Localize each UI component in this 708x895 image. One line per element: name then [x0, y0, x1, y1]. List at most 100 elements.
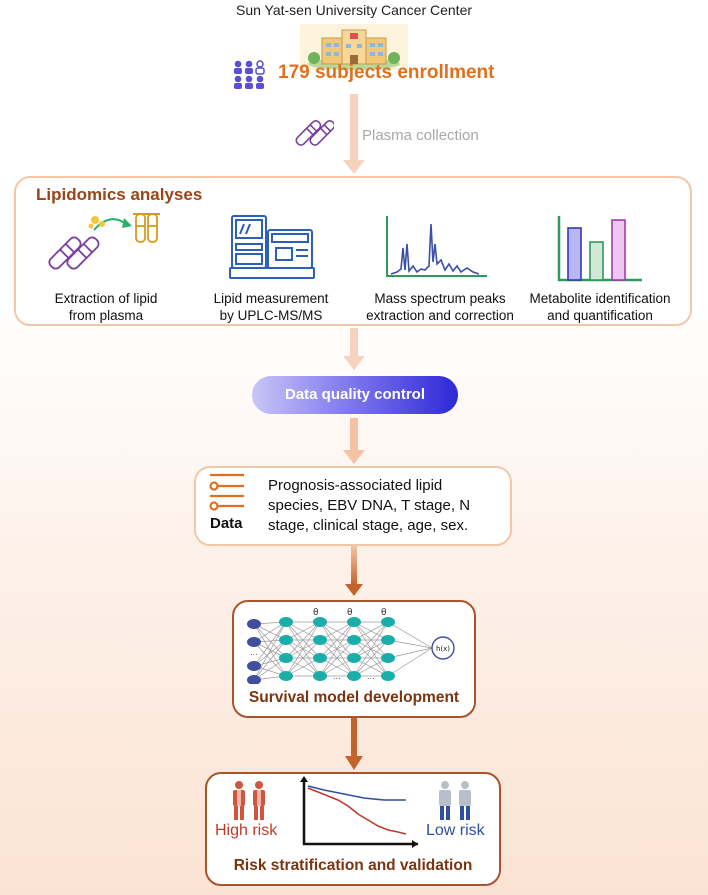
data-panel	[194, 466, 512, 546]
hidden-ellipsis-1: ...	[333, 672, 341, 681]
high-risk-label: High risk	[215, 822, 278, 839]
network-edge	[353, 621, 389, 659]
flow-arrow-2	[343, 328, 365, 370]
network-edge	[319, 639, 355, 677]
network-edge	[319, 621, 355, 659]
network-edge	[353, 657, 389, 677]
network-edge	[285, 621, 321, 641]
hidden-node	[313, 617, 327, 627]
flow-arrow-3	[343, 418, 365, 464]
survival-model-caption: Survival model development	[248, 689, 460, 706]
step-mass-spectrum-line2: extraction and correction	[366, 308, 514, 323]
hidden-node	[313, 635, 327, 645]
network-edge	[253, 639, 287, 681]
output-edge	[387, 639, 433, 649]
output-node-label: h(x)	[436, 645, 450, 653]
step-identification-line1: Metabolite identification	[529, 291, 671, 306]
plasma-collection-label: Plasma collection	[362, 127, 479, 144]
data-label: Data	[210, 515, 243, 532]
hidden-node	[381, 635, 395, 645]
step-extraction-line2: from plasma	[68, 308, 144, 323]
hidden-node	[347, 671, 361, 681]
step-measurement-line2: by UPLC-MS/MS	[219, 308, 323, 323]
enrollment-label: 179 subjects enrollment	[278, 62, 495, 83]
data-description-line2: species, EBV DNA, T stage, N	[268, 497, 471, 514]
survival-curve-plot	[300, 776, 418, 848]
step-mass-spectrum-line1: Mass spectrum peaks	[374, 291, 506, 306]
hospital-icon	[300, 24, 408, 70]
input-node	[247, 637, 261, 647]
plot-axes	[302, 778, 418, 846]
flow-arrow-4	[345, 546, 363, 596]
input-ellipsis: ...	[250, 648, 258, 657]
output-edge	[387, 621, 433, 649]
lipid-extraction-icon	[48, 213, 160, 270]
step-extraction-caption: Extraction of lipid from plasma	[36, 290, 176, 324]
data-description: Prognosis-associated lipid species, EBV …	[268, 476, 470, 536]
hidden-node	[313, 653, 327, 663]
hidden-node	[381, 671, 395, 681]
network-edge	[353, 621, 389, 641]
input-node	[247, 675, 261, 684]
output-edge	[387, 647, 433, 659]
step-extraction-line1: Extraction of lipid	[54, 291, 158, 306]
uplc-msms-instrument-icon	[229, 215, 315, 279]
network-edge	[285, 621, 321, 659]
data-description-line3: stage, clinical stage, age, sex.	[268, 517, 469, 534]
network-edge	[253, 641, 287, 677]
hidden-node	[381, 617, 395, 627]
mass-spectrum-chart-icon	[386, 216, 487, 277]
flow-arrow-5	[345, 718, 363, 770]
step-mass-spectrum-caption: Mass spectrum peaks extraction and corre…	[360, 290, 520, 324]
hidden-node	[347, 653, 361, 663]
hidden-node	[279, 617, 293, 627]
network-edge	[319, 657, 355, 677]
hidden-node	[279, 653, 293, 663]
network-edge	[253, 621, 287, 667]
output-edge	[387, 647, 433, 677]
high-risk-people-icon	[233, 781, 265, 820]
step-measurement-line1: Lipid measurement	[213, 291, 329, 306]
low-risk-people-icon	[439, 781, 471, 820]
low-risk-label: Low risk	[426, 822, 485, 839]
theta-label-3: θ	[381, 608, 387, 618]
output-node	[431, 636, 455, 660]
network-edge	[253, 657, 287, 681]
data-features-icon	[209, 473, 244, 511]
network-edge	[353, 639, 389, 677]
network-edge	[253, 639, 287, 667]
test-tubes-icon	[295, 120, 334, 146]
lipidomics-title: Lipidomics analyses	[36, 185, 203, 204]
hidden-node	[347, 635, 361, 645]
hidden-node	[279, 671, 293, 681]
bar-chart-icon	[557, 216, 642, 282]
hidden-node	[279, 635, 293, 645]
network-edge	[285, 621, 321, 677]
data-quality-control-badge: Data quality control	[252, 376, 458, 414]
institution-title: Sun Yat-sen University Cancer Center	[235, 2, 473, 18]
neural-network-diagram: θ θ θ ... ... ... h(x)	[247, 608, 455, 684]
hidden-node	[347, 617, 361, 627]
high-risk-curve	[307, 787, 407, 835]
data-description-line1: Prognosis-associated lipid	[268, 477, 443, 494]
network-edge	[319, 621, 355, 677]
low-risk-curve	[307, 785, 406, 801]
risk-stratification-caption: Risk stratification and validation	[233, 857, 473, 874]
input-node	[247, 619, 261, 629]
hidden-ellipsis-2: ...	[367, 672, 375, 681]
step-measurement-caption: Lipid measurement by UPLC-MS/MS	[196, 290, 346, 324]
network-edge	[285, 657, 321, 677]
theta-label-2: θ	[347, 608, 353, 618]
step-identification-caption: Metabolite identification and quantifica…	[518, 290, 682, 324]
step-identification-line2: and quantification	[547, 308, 653, 323]
network-edge	[319, 621, 355, 641]
input-node	[247, 661, 261, 671]
people-group-icon	[234, 60, 265, 89]
network-edge	[253, 621, 287, 643]
theta-label-1: θ	[313, 608, 319, 618]
hidden-node	[313, 671, 327, 681]
network-edge	[353, 621, 389, 677]
flow-arrow-1	[343, 94, 365, 174]
network-edge	[285, 639, 321, 677]
network-edge	[253, 621, 287, 681]
